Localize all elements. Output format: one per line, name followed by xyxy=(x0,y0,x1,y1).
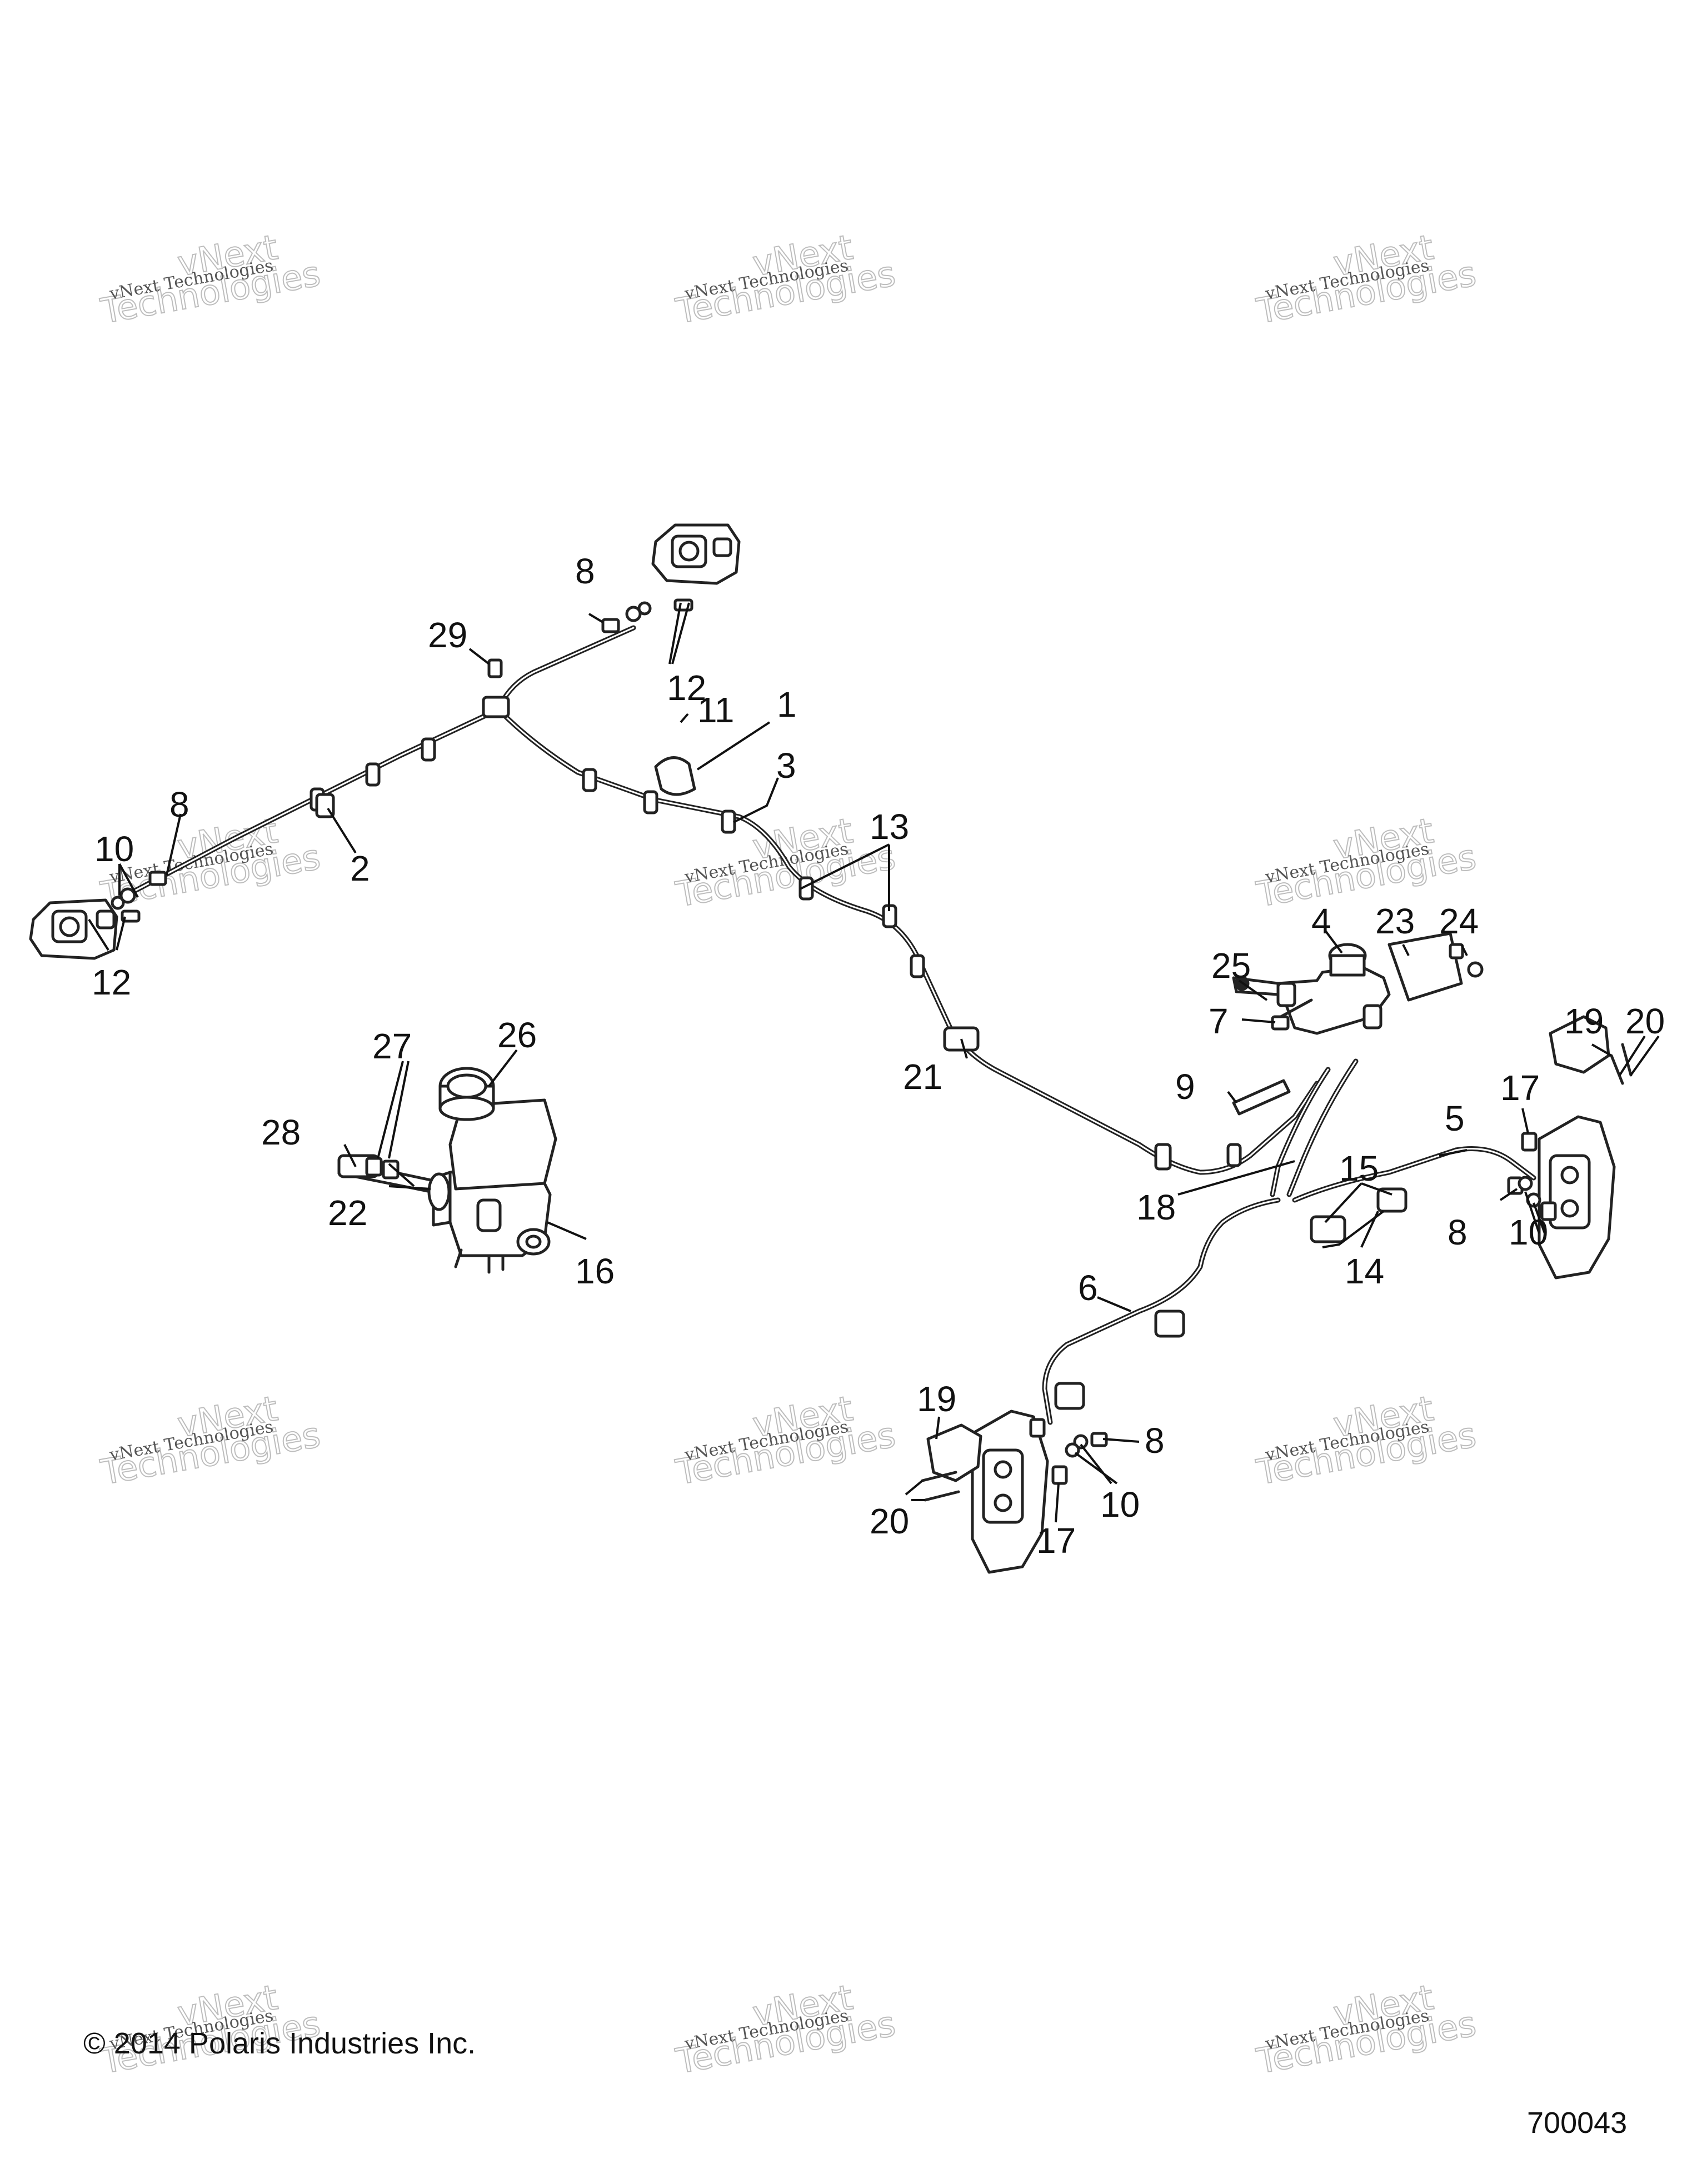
callout-9: 9 xyxy=(1175,1067,1195,1107)
callout-19: 19 xyxy=(917,1379,956,1419)
callout-22: 22 xyxy=(328,1193,367,1233)
callout-1: 1 xyxy=(777,684,797,724)
callout-20: 20 xyxy=(1625,1001,1665,1041)
callout-2: 2 xyxy=(350,848,370,888)
callout-8: 8 xyxy=(1448,1212,1468,1252)
watermark: vNext Technologies vNext Technologies xyxy=(672,1387,899,1493)
callout-12: 12 xyxy=(667,668,706,708)
callout-24: 24 xyxy=(1439,901,1479,941)
callout-10: 10 xyxy=(94,829,134,869)
junction-block xyxy=(482,696,510,718)
callout-13: 13 xyxy=(870,807,909,847)
clip-icon xyxy=(1054,1382,1085,1410)
front-left-caliper xyxy=(29,898,118,960)
watermark: vNext Technologies vNext Technologies xyxy=(1253,226,1480,332)
callout-20: 20 xyxy=(870,1501,909,1541)
callouts: 1 2 3 4 5 6 7 8 8 8 8 9 10 10 10 11 12 1… xyxy=(92,551,1665,1561)
clip-icon xyxy=(910,954,925,978)
watermark: vNext Technologies vNext Technologies xyxy=(672,1976,899,2082)
callout-10: 10 xyxy=(1100,1485,1140,1525)
brake-pad-icon xyxy=(1549,1015,1610,1074)
front-right-caliper xyxy=(651,523,741,585)
callout-5: 5 xyxy=(1445,1098,1465,1138)
callout-29: 29 xyxy=(428,615,467,655)
clip-icon xyxy=(421,737,436,762)
clip-icon xyxy=(721,809,736,834)
watermark: vNext Technologies vNext Technologies xyxy=(1253,1976,1480,2082)
master-cylinder-detail xyxy=(337,1067,557,1274)
switch-icon xyxy=(1232,1079,1291,1116)
callout-25: 25 xyxy=(1211,946,1251,986)
callout-8: 8 xyxy=(169,784,189,824)
clip-icon xyxy=(1226,1143,1242,1167)
callout-3: 3 xyxy=(776,746,796,786)
callout-28: 28 xyxy=(261,1112,301,1152)
rear-left-caliper xyxy=(926,1410,1049,1574)
leader-lines xyxy=(88,602,1660,1523)
callout-12: 12 xyxy=(92,962,131,1002)
clip-icon xyxy=(582,768,597,792)
clip-icon xyxy=(1376,1187,1407,1213)
fittings xyxy=(111,598,1633,1502)
rear-right-caliper xyxy=(1538,1015,1616,1280)
callout-17: 17 xyxy=(1036,1521,1076,1561)
clip-icon xyxy=(643,790,658,814)
p-clip-icon xyxy=(654,756,696,796)
watermark: vNext Technologies vNext Technologies xyxy=(97,1387,324,1493)
callout-6: 6 xyxy=(1078,1268,1098,1308)
callout-14: 14 xyxy=(1345,1251,1384,1291)
brake-pad-icon xyxy=(926,1423,982,1482)
clip-icon xyxy=(365,762,381,787)
callout-18: 18 xyxy=(1136,1187,1176,1227)
master-cylinder-assembly xyxy=(1232,932,1484,1035)
clip-icon xyxy=(1154,1143,1172,1171)
callout-4: 4 xyxy=(1311,901,1331,941)
watermark: vNext Technologies vNext Technologies xyxy=(97,226,324,332)
callout-11: 11 xyxy=(697,690,734,730)
callout-23: 23 xyxy=(1375,901,1415,941)
line-clips xyxy=(310,696,1407,1410)
callout-16: 16 xyxy=(575,1251,615,1291)
callout-21: 21 xyxy=(903,1057,942,1097)
callout-27: 27 xyxy=(372,1026,412,1066)
watermark: vNext Technologies vNext Technologies xyxy=(1253,1387,1480,1493)
callout-15: 15 xyxy=(1339,1148,1379,1188)
callout-7: 7 xyxy=(1209,1001,1229,1041)
watermark: vNext Technologies vNext Technologies xyxy=(1253,809,1480,916)
callout-26: 26 xyxy=(497,1015,537,1055)
callout-19: 19 xyxy=(1564,1001,1604,1041)
callout-10: 10 xyxy=(1509,1212,1548,1252)
watermark: vNext Technologies vNext Technologies xyxy=(672,226,899,332)
callout-17: 17 xyxy=(1500,1068,1540,1108)
callout-8: 8 xyxy=(1145,1421,1165,1461)
clip-icon xyxy=(1310,1215,1346,1243)
clip-icon xyxy=(1154,1310,1185,1338)
copyright-notice: © 2014 Polaris Industries Inc. xyxy=(83,2027,476,2060)
callout-8: 8 xyxy=(575,551,595,591)
drawing-number: 700043 xyxy=(1527,2106,1628,2140)
